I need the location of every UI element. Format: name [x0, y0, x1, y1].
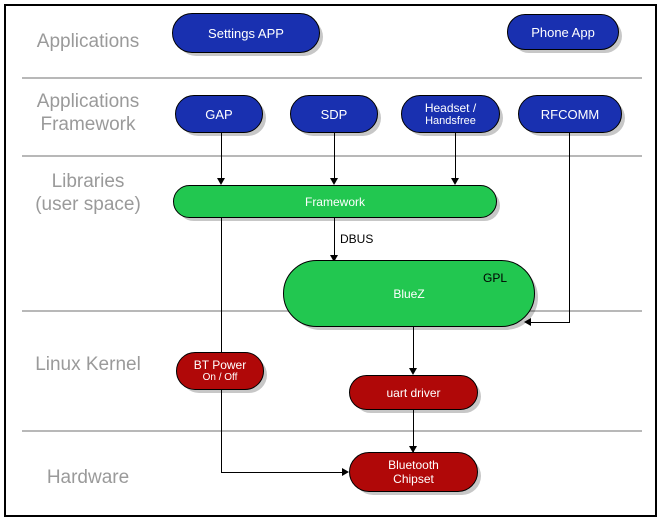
- node-framework[interactable]: Framework: [173, 185, 497, 218]
- node-headset-handsfree-label-line1: Headset /: [424, 100, 477, 115]
- layer-label-applications: Applications: [36, 31, 140, 52]
- divider-applications-framework: [22, 155, 642, 157]
- node-phone-app-label: Phone App: [531, 24, 595, 40]
- node-bluez-license-badge: GPL: [483, 271, 508, 285]
- node-phone-app[interactable]: Phone App: [507, 14, 619, 50]
- node-uart-driver[interactable]: uart driver: [349, 375, 478, 410]
- node-bluetooth-chipset[interactable]: Bluetooth Chipset: [349, 452, 478, 492]
- node-bluetooth-chipset-label-line2: Chipset: [393, 472, 434, 486]
- node-sdp[interactable]: SDP: [290, 95, 378, 133]
- edge-sdp-to-framework-arrow: [330, 178, 338, 185]
- node-headset-handsfree-label-line2: Handsfree: [425, 114, 476, 127]
- edge-headset-to-framework-arrow: [451, 178, 459, 185]
- node-framework-label: Framework: [304, 194, 365, 209]
- edge-uart-to-chipset-arrow: [409, 446, 417, 453]
- edge-headset-to-framework-line: [455, 133, 456, 183]
- node-bt-power-label-line1: BT Power: [193, 358, 247, 372]
- layer-label-libraries: Libraries (user space): [35, 171, 141, 215]
- divider-applications: [22, 77, 642, 79]
- node-bt-power-label-line2: On / Off: [202, 372, 238, 383]
- edge-gap-to-framework-line: [221, 133, 222, 183]
- node-bluez[interactable]: BlueZ: [283, 260, 535, 327]
- edge-rfcomm-to-bluez-arrow: [524, 318, 531, 326]
- node-settings-app-label: Settings APP: [208, 25, 284, 41]
- edge-framework-to-bluez-line: [334, 218, 335, 260]
- edge-label-dbus: DBUS: [340, 232, 374, 246]
- node-bluetooth-chipset-label-line1: Bluetooth: [388, 458, 439, 472]
- node-rfcomm[interactable]: RFCOMM: [518, 95, 622, 133]
- edge-framework-to-chipset-vline: [221, 218, 222, 472]
- node-settings-app[interactable]: Settings APP: [172, 13, 320, 53]
- edge-bluez-to-uart-line: [413, 327, 414, 372]
- node-gap-label: GAP: [205, 106, 233, 122]
- edge-uart-to-chipset-line: [413, 410, 414, 452]
- edge-rfcomm-to-bluez-hline: [531, 322, 570, 323]
- edge-sdp-to-framework-line: [334, 133, 335, 183]
- edge-bluez-to-uart-arrow: [409, 368, 417, 375]
- node-bt-power[interactable]: BT Power On / Off: [176, 352, 264, 390]
- layer-label-applications-framework: Applications Framework: [36, 91, 140, 135]
- node-bluez-label: BlueZ: [393, 286, 425, 301]
- edge-rfcomm-to-bluez-vline: [569, 133, 570, 323]
- edge-framework-to-chipset-hline: [221, 472, 345, 473]
- node-uart-driver-label: uart driver: [386, 385, 441, 400]
- node-headset-handsfree[interactable]: Headset / Handsfree: [401, 95, 500, 133]
- edge-framework-to-chipset-arrow: [342, 468, 349, 476]
- edge-framework-to-bluez-arrow: [330, 255, 338, 262]
- node-sdp-label: SDP: [320, 106, 348, 122]
- layer-label-hardware: Hardware: [46, 467, 130, 488]
- edge-gap-to-framework-arrow: [217, 178, 225, 185]
- divider-linux-kernel: [22, 430, 642, 432]
- diagram-border: [4, 4, 657, 517]
- node-gap[interactable]: GAP: [175, 95, 263, 133]
- layer-label-linux-kernel: Linux Kernel: [35, 354, 141, 375]
- node-rfcomm-label: RFCOMM: [540, 106, 600, 122]
